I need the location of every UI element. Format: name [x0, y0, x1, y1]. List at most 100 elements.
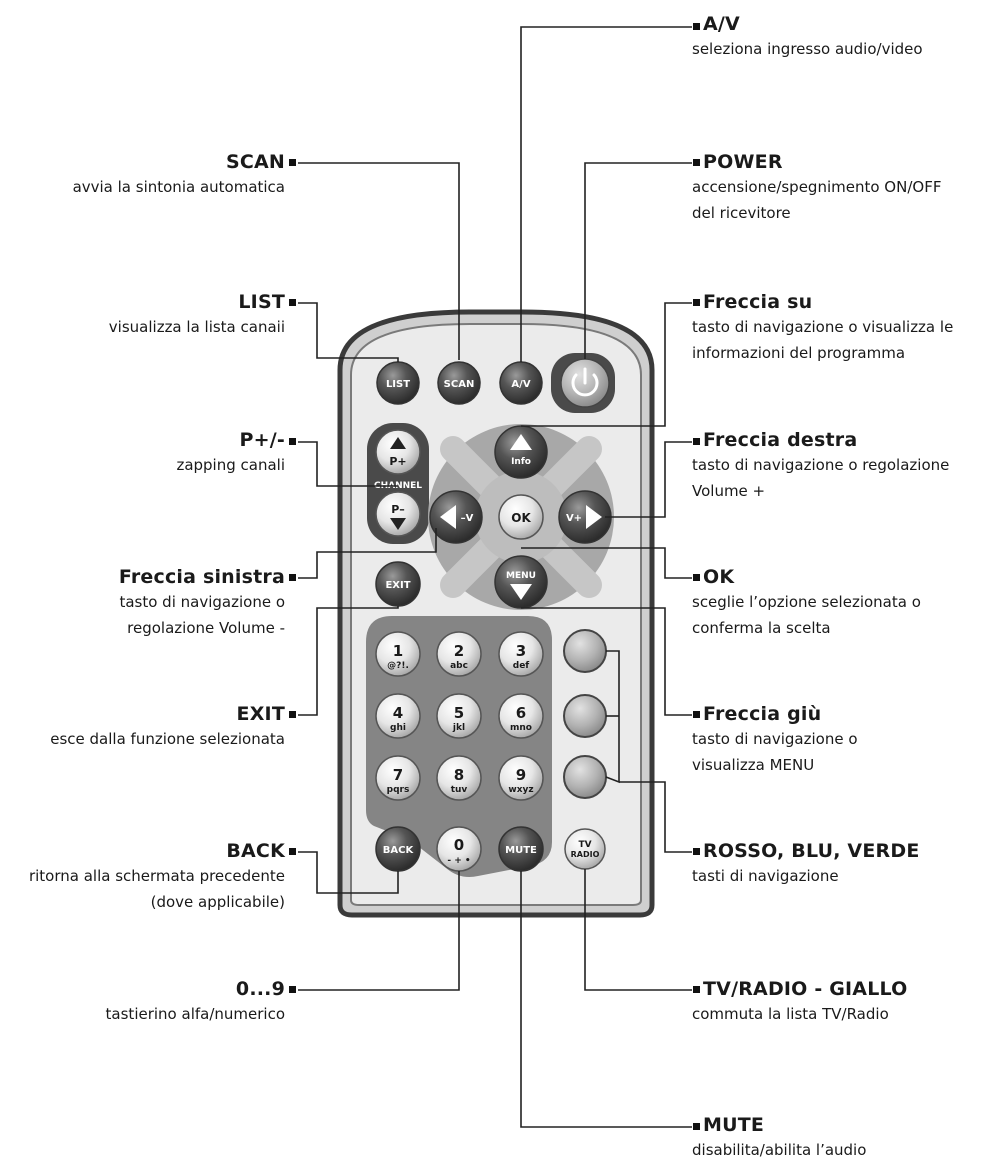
callout-rosso-blu-verde: ROSSO, BLU, VERDE tasti di navigazione	[692, 839, 920, 889]
callout-title: A/V	[703, 13, 740, 35]
key-7-letters: pqrs	[387, 785, 410, 795]
av-button[interactable]: A/V	[499, 361, 543, 405]
power-icon	[571, 367, 599, 397]
key-1[interactable]: 1 @?!.	[375, 631, 421, 677]
key-2[interactable]: 2 abc	[436, 631, 482, 677]
callout-power: POWER accensione/spegnimento ON/OFF del …	[692, 150, 941, 226]
callout-zero-nine: 0...9 tastierino alfa/numerico	[106, 977, 285, 1027]
menu-down-button[interactable]: MENU	[494, 555, 548, 609]
arrow-down-icon	[510, 584, 532, 600]
green-button[interactable]	[563, 755, 607, 799]
blue-button[interactable]	[563, 694, 607, 738]
key-5-letters: jkl	[452, 723, 465, 733]
key-6[interactable]: 6 mno	[498, 693, 544, 739]
callout-freccia-su: Freccia su tasto di navigazione o visual…	[692, 290, 953, 366]
callout-desc: tastierino alfa/numerico	[105, 1005, 285, 1023]
callout-desc: zapping canali	[176, 456, 285, 474]
key-3-digit: 3	[516, 642, 526, 660]
av-button-label: A/V	[511, 379, 530, 390]
ok-button[interactable]: OK	[498, 494, 544, 540]
p-plus-button[interactable]: P+	[375, 429, 421, 475]
tv-radio-button[interactable]: TV RADIO	[564, 828, 606, 870]
callout-desc: disabilita/abilita l’audio	[692, 1141, 867, 1159]
callout-freccia-sinistra: Freccia sinistra tasto di navigazione o …	[119, 565, 285, 641]
callout-title: 0...9	[235, 978, 285, 1000]
callout-desc: tasto di navigazione o	[119, 593, 285, 611]
channel-label: CHANNEL	[374, 481, 422, 491]
arrow-up-icon	[510, 434, 532, 450]
info-up-button[interactable]: Info	[494, 425, 548, 479]
key-9-digit: 9	[516, 766, 526, 784]
key-0[interactable]: 0 - + •	[436, 826, 482, 872]
callout-desc: tasti di navigazione	[692, 867, 839, 885]
callout-desc: Volume +	[692, 482, 766, 500]
callout-list: LIST visualizza la lista canaii	[109, 290, 285, 340]
menu-label: MENU	[506, 571, 536, 581]
callout-back: BACK ritorna alla schermata precedente (…	[29, 839, 285, 915]
key-0-letters: - + •	[447, 856, 470, 866]
back-button[interactable]: BACK	[375, 826, 421, 872]
info-label: Info	[511, 457, 531, 467]
callout-title: OK	[703, 566, 735, 588]
callout-title: EXIT	[236, 703, 285, 725]
key-0-digit: 0	[454, 836, 464, 854]
power-button[interactable]	[551, 353, 615, 413]
key-1-letters: @?!.	[387, 661, 409, 671]
key-2-digit: 2	[454, 642, 464, 660]
left-vol-button[interactable]: –V	[429, 490, 483, 544]
key-4-letters: ghi	[390, 723, 406, 733]
callout-title: SCAN	[225, 151, 285, 173]
callout-desc: tasto di navigazione o regolazione	[692, 456, 950, 474]
arrow-left-icon	[440, 505, 456, 529]
callout-title: ROSSO, BLU, VERDE	[703, 840, 920, 862]
key-4-digit: 4	[393, 704, 403, 722]
arrow-down-icon	[390, 518, 406, 530]
mute-button[interactable]: MUTE	[498, 826, 544, 872]
p-minus-button[interactable]: P–	[375, 491, 421, 537]
callout-desc: visualizza la lista canaii	[108, 318, 285, 336]
callout-desc: sceglie l’opzione selezionata o	[692, 593, 921, 611]
arrow-up-icon	[390, 437, 406, 449]
red-button[interactable]	[563, 629, 607, 673]
callout-title: BACK	[226, 840, 285, 862]
key-4[interactable]: 4 ghi	[375, 693, 421, 739]
right-vol-button[interactable]: V+	[558, 490, 612, 544]
callout-title: Freccia giù	[703, 703, 822, 725]
key-3[interactable]: 3 def	[498, 631, 544, 677]
callout-desc: commuta la lista TV/Radio	[692, 1005, 889, 1023]
key-2-letters: abc	[450, 661, 468, 671]
callout-title: Freccia su	[703, 291, 813, 313]
list-button[interactable]: LIST	[376, 361, 420, 405]
scan-button[interactable]: SCAN	[437, 361, 481, 405]
v-plus-label: V+	[566, 513, 582, 524]
mute-label: MUTE	[505, 845, 537, 856]
callout-title: MUTE	[703, 1114, 765, 1136]
minus-v-label: –V	[461, 513, 474, 524]
key-9[interactable]: 9 wxyz	[498, 755, 544, 801]
callout-freccia-giu: Freccia giù tasto di navigazione o visua…	[692, 702, 858, 778]
key-5-digit: 5	[454, 704, 464, 722]
callout-desc: esce dalla funzione selezionata	[50, 730, 285, 748]
callout-desc: regolazione Volume -	[127, 619, 285, 637]
key-5[interactable]: 5 jkl	[436, 693, 482, 739]
tv-label: TV	[578, 840, 591, 850]
exit-button[interactable]: EXIT	[375, 561, 421, 607]
key-7[interactable]: 7 pqrs	[375, 755, 421, 801]
callout-tv-radio: TV/RADIO - GIALLO commuta la lista TV/Ra…	[692, 977, 908, 1027]
key-8[interactable]: 8 tuv	[436, 755, 482, 801]
exit-label: EXIT	[385, 580, 410, 591]
arrow-right-icon	[586, 505, 602, 529]
leader-lines	[298, 26, 692, 1128]
callout-desc: informazioni del programma	[692, 344, 906, 362]
callout-desc: ritorna alla schermata precedente	[28, 867, 285, 885]
callout-title: Freccia destra	[703, 429, 858, 451]
callout-desc: avvia la sintonia automatica	[72, 178, 285, 196]
key-6-letters: mno	[510, 723, 532, 733]
callout-mute: MUTE disabilita/abilita l’audio	[692, 1113, 866, 1163]
callout-title: P+/-	[239, 429, 285, 451]
callout-desc: conferma la scelta	[692, 619, 831, 637]
callout-desc: visualizza MENU	[692, 756, 815, 774]
key-6-digit: 6	[516, 704, 526, 722]
callout-scan: SCAN avvia la sintonia automatica	[73, 150, 285, 200]
callout-exit: EXIT esce dalla funzione selezionata	[50, 702, 285, 752]
